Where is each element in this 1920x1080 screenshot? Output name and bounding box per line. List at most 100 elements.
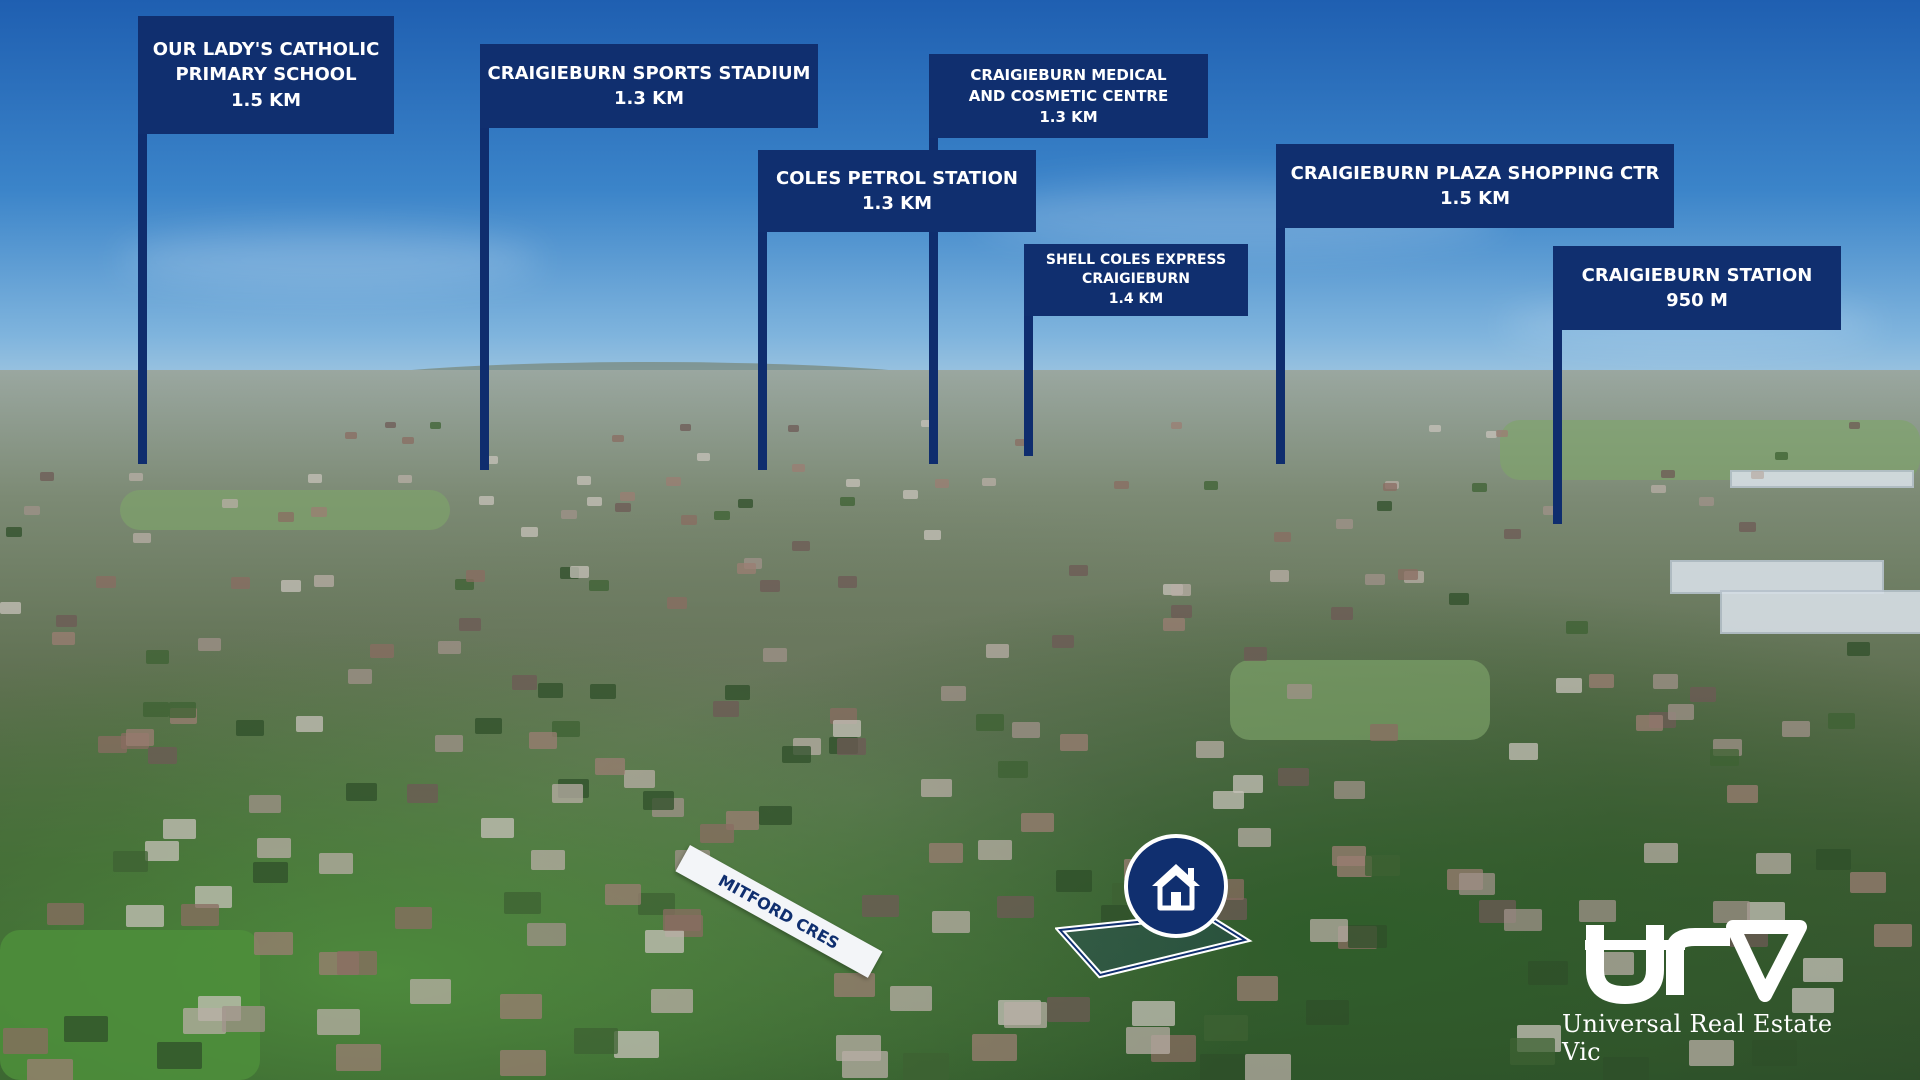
- house-roof: [195, 885, 232, 908]
- house-roof: [1485, 430, 1498, 438]
- house-roof: [316, 1009, 361, 1035]
- sign-pole: [1276, 144, 1285, 464]
- house-roof: [792, 541, 811, 552]
- house-roof: [222, 499, 238, 509]
- house-roof: [1689, 686, 1716, 703]
- house-roof: [998, 760, 1028, 779]
- house-roof: [903, 489, 919, 499]
- house-roof: [345, 431, 357, 439]
- house-roof: [1171, 422, 1183, 429]
- house-roof: [1509, 1038, 1555, 1065]
- house-roof: [156, 1042, 202, 1070]
- cloud: [120, 230, 540, 290]
- house-roof: [125, 729, 154, 746]
- house-roof: [595, 757, 625, 776]
- house-roof: [465, 570, 485, 582]
- house-roof: [311, 507, 327, 517]
- house-roof: [1331, 607, 1353, 620]
- house-roof: [697, 453, 711, 461]
- house-roof: [1710, 748, 1740, 766]
- house-roof: [679, 424, 692, 432]
- house-roof: [935, 479, 950, 488]
- house-roof: [1782, 720, 1810, 737]
- house-roof: [1459, 873, 1496, 895]
- house-roof: [1331, 846, 1366, 867]
- house-roof: [587, 496, 603, 506]
- house-roof: [1212, 790, 1245, 810]
- house-roof: [1059, 733, 1089, 751]
- house-roof: [663, 908, 702, 932]
- house-roof: [726, 810, 759, 830]
- house-roof: [1286, 683, 1313, 699]
- sign-medical-centre: CRAIGIEBURN MEDICAL AND COSMETIC CENTRE …: [929, 54, 1208, 138]
- house-roof: [835, 1034, 881, 1062]
- house-roof: [552, 720, 580, 738]
- house-roof: [1429, 425, 1441, 433]
- house-roof: [1509, 743, 1538, 761]
- house-roof: [759, 805, 792, 825]
- house-roof: [889, 985, 932, 1011]
- house-roof: [163, 819, 197, 839]
- house-roof: [46, 902, 85, 926]
- house-roof: [982, 477, 997, 487]
- house-roof: [837, 576, 858, 588]
- house-roof: [1132, 1000, 1176, 1027]
- house-roof: [249, 794, 281, 814]
- house-roof: [530, 849, 566, 871]
- sign-pole: [758, 150, 767, 470]
- house-roof: [475, 717, 503, 734]
- house-roof: [1472, 483, 1487, 492]
- house-roof: [253, 931, 293, 956]
- sign-craigieburn-station: CRAIGIEBURN STATION 950 M: [1553, 246, 1841, 330]
- house-roof: [129, 473, 144, 482]
- house-roof: [923, 530, 941, 541]
- house-roof: [1309, 919, 1349, 942]
- house-roof: [133, 533, 151, 544]
- house-roof: [611, 435, 624, 443]
- sign-pole: [1024, 244, 1033, 456]
- house-roof: [1827, 713, 1855, 730]
- house-roof: [833, 972, 876, 998]
- house-roof: [792, 463, 806, 472]
- house-roof: [573, 1027, 619, 1054]
- house-roof: [169, 702, 196, 718]
- house-roof: [837, 738, 866, 755]
- house-roof: [55, 614, 78, 628]
- house-roof: [126, 904, 164, 927]
- house-roof: [1802, 957, 1844, 982]
- sign-our-ladys-school: OUR LADY'S CATHOLIC PRIMARY SCHOOL 1.5 K…: [138, 16, 394, 134]
- sign-sports-stadium: CRAIGIEBURN SPORTS STADIUM 1.3 KM: [480, 44, 818, 128]
- house-roof: [1237, 827, 1272, 848]
- house-roof: [1578, 900, 1616, 923]
- house-roof: [1556, 678, 1582, 694]
- house-roof: [481, 818, 514, 838]
- house-roof: [520, 527, 538, 538]
- park: [1230, 660, 1490, 740]
- house-roof: [511, 674, 537, 690]
- house-roof: [781, 746, 811, 764]
- house-roof: [434, 734, 463, 752]
- house-roof: [1873, 923, 1913, 947]
- house-roof: [1014, 438, 1027, 446]
- house-roof: [1170, 584, 1191, 597]
- house-roof: [347, 668, 373, 684]
- house-roof: [651, 988, 694, 1014]
- sports-field: [120, 490, 450, 530]
- house-roof: [1204, 1015, 1249, 1042]
- house-roof: [561, 509, 578, 520]
- house-roof: [278, 512, 295, 522]
- house-roof: [1527, 960, 1569, 985]
- house-roof: [642, 791, 675, 810]
- house-roof: [1750, 470, 1765, 480]
- warehouse: [1720, 590, 1920, 634]
- house-roof: [479, 496, 495, 506]
- sign-line: AND COSMETIC CENTRE: [968, 86, 1169, 105]
- house-roof: [148, 746, 178, 764]
- sign-line: CRAIGIEBURN: [1082, 271, 1190, 288]
- sign-distance: 1.5 KM: [1439, 188, 1510, 209]
- house-roof: [335, 1043, 382, 1071]
- house-roof: [1004, 1002, 1048, 1028]
- house-roof: [429, 422, 441, 429]
- sign-distance: 1.3 KM: [861, 193, 932, 214]
- house-roof: [39, 472, 54, 481]
